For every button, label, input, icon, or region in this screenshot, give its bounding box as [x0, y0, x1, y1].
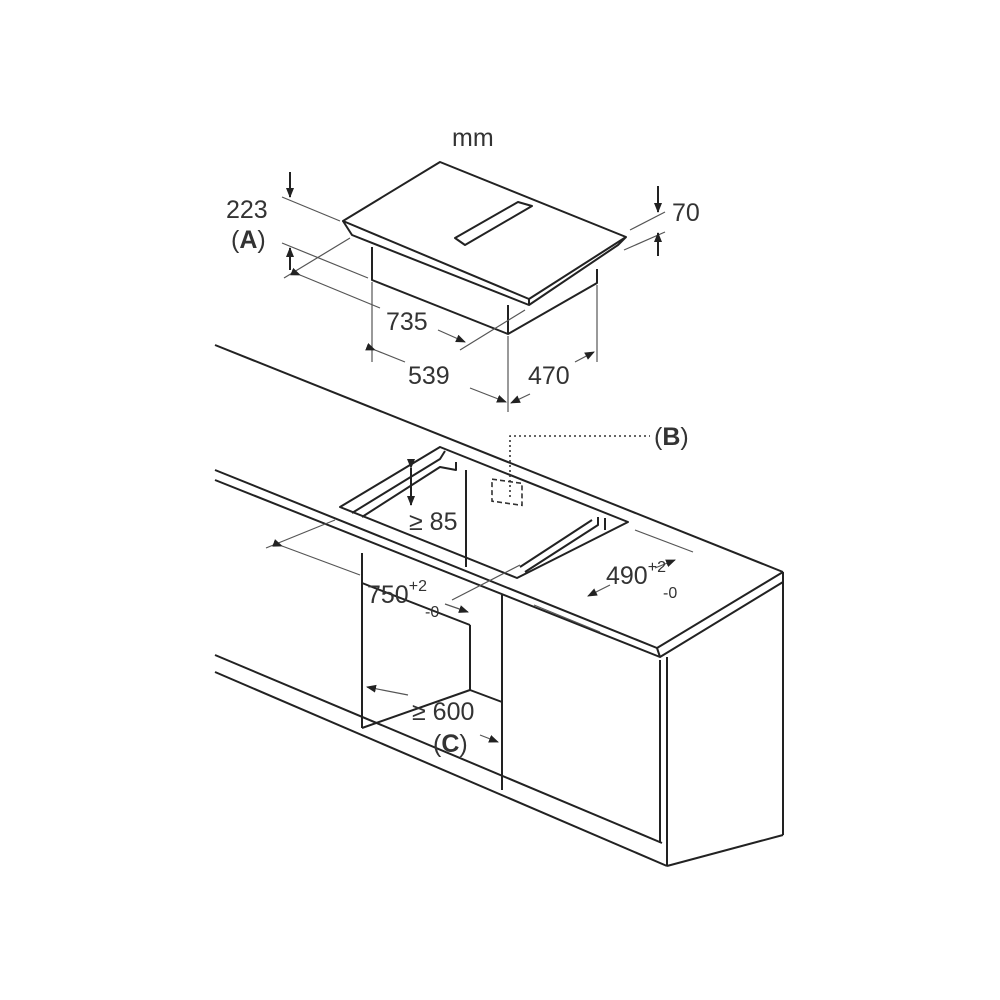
dim-cutout-depth-tol-minus: -0 — [663, 585, 677, 602]
marker-a: (A) — [231, 226, 266, 254]
dim-plate-depth: 70 — [672, 199, 700, 227]
worktop-cutout — [339, 446, 629, 579]
marker-a-letter: A — [239, 226, 257, 254]
marker-b: (B) — [654, 423, 689, 451]
connection-box-b — [491, 478, 523, 507]
hob-drawing — [342, 161, 627, 335]
dim-cutout-depth: 490+2 -0 — [606, 559, 677, 602]
worktop-dimension-lines — [265, 459, 694, 743]
worktop-drawing — [214, 344, 784, 867]
marker-c: (C) — [433, 730, 468, 758]
hob-dimension-lines — [281, 172, 666, 412]
dim-cutout-width-tol-plus: +2 — [409, 578, 427, 595]
dim-height-overall: 223 — [226, 196, 268, 224]
unit-label: mm — [452, 124, 494, 152]
dim-cutout-depth-tol-plus: +2 — [648, 559, 666, 576]
marker-c-letter: C — [441, 730, 459, 758]
dim-min-depth: ≥ 85 — [409, 508, 457, 536]
dim-cutout-depth-value: 490 — [606, 562, 648, 590]
dim-cutout-width: 750+2 -0 — [367, 578, 439, 621]
dim-body-depth: 470 — [528, 362, 570, 390]
vent-slot-icon — [454, 201, 533, 246]
dim-cutout-width-value: 750 — [367, 581, 409, 609]
marker-b-letter: B — [662, 423, 680, 451]
dim-cabinet-width: ≥ 600 — [412, 698, 474, 726]
dim-body-width: 539 — [408, 362, 450, 390]
dim-width-overall: 735 — [386, 308, 428, 336]
dim-cutout-width-tol-minus: -0 — [425, 604, 439, 621]
